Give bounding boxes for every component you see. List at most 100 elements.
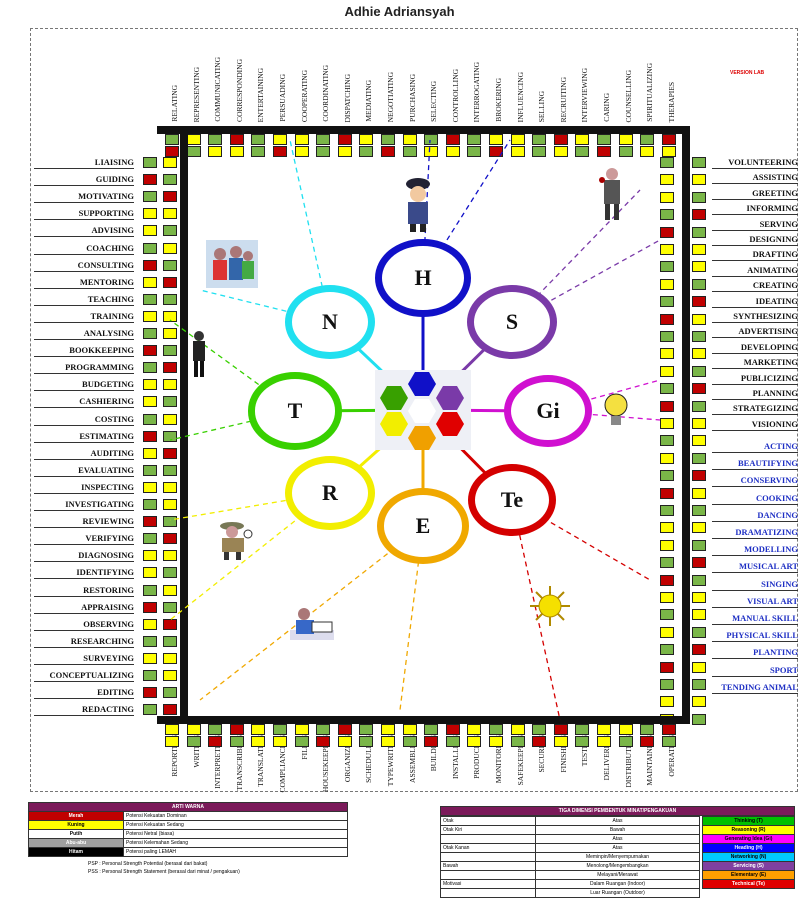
score-cell [316,724,330,735]
dimension-value: Atas [536,817,700,826]
score-cell [163,311,177,322]
right-label: DRAFTING [712,248,798,261]
score-cell [163,362,177,373]
left-label: IDENTIFYING [34,566,134,579]
right-label-blue: ACTING [712,440,798,453]
score-cell [163,670,177,681]
score-cell [187,736,201,747]
score-cell [251,724,265,735]
score-cell [489,146,503,157]
right-label: VOLUNTEERING [712,156,798,169]
score-cell [316,736,330,747]
score-cell [230,736,244,747]
top-label-text: RECRUITING [556,77,571,122]
score-cell [163,414,177,425]
type-row: Reasoning (R) [703,826,795,835]
score-cell [230,724,244,735]
score-cell [660,331,674,342]
top-label: INTERROGATING [469,30,484,122]
score-cell [143,157,157,168]
top-label: THERAPIES [664,30,679,122]
left-label: ESTIMATING [34,430,134,443]
score-cell [660,662,674,673]
score-cell [187,146,201,157]
score-cell [251,736,265,747]
right-label-blue: DANCING [712,509,798,522]
score-cell [489,134,503,145]
score-cell [143,208,157,219]
score-cell [143,396,157,407]
score-cell [597,134,611,145]
frame-left [180,126,188,724]
score-cell [692,348,706,359]
legend-color-name: Putih [29,830,124,839]
score-cell [359,736,373,747]
score-cell [143,636,157,647]
top-label-text: INTERVIEWING [577,68,592,122]
score-cell [660,644,674,655]
dimension-side: Otak Kanan [441,844,536,853]
score-cell [163,687,177,698]
score-cell [143,448,157,459]
score-cell [163,243,177,254]
top-label-text: BROKERING [491,78,506,122]
score-cell [692,192,706,203]
top-label: RELATING [167,30,182,122]
score-cell [692,296,706,307]
score-cell [143,225,157,236]
score-cell [143,260,157,271]
score-cell [163,379,177,390]
sun-icon [530,586,570,626]
score-cell [692,540,706,551]
dimension-value: Bawah [536,826,700,835]
top-label-text: INTERROGATING [469,62,484,122]
score-cell [660,627,674,638]
score-cell [692,435,706,446]
right-label-blue: SPORT [712,664,798,677]
score-cell [230,146,244,157]
dimension-side [441,889,536,898]
score-cell [163,174,177,185]
version-label: VERSION LAB [730,70,764,76]
score-cell [692,331,706,342]
right-label-blue: CONSERVING [712,474,798,487]
type-row: Elementary (E) [703,871,795,880]
score-cell [692,366,706,377]
score-cell [143,533,157,544]
score-cell [143,174,157,185]
score-cell [163,465,177,476]
score-cell [597,724,611,735]
dimension-row: Atas [441,835,700,844]
top-label-text: REPRESENTING [189,67,204,122]
score-cell [163,345,177,356]
score-cell [660,296,674,307]
right-label-blue: TENDING ANIMAL [712,681,798,694]
top-label-text: CONTROLLING [448,69,463,122]
score-cell [163,277,177,288]
score-cell [660,192,674,203]
page-title: Adhie Adriansyah [0,4,799,19]
score-cell [403,736,417,747]
score-cell [338,724,352,735]
score-cell [692,662,706,673]
score-cell [660,261,674,272]
score-cell [143,414,157,425]
score-cell [143,585,157,596]
score-cell [554,736,568,747]
score-cell [251,146,265,157]
dimension-row: Melayani/Merawat [441,871,700,880]
type-row: Generating Idea (Gi) [703,835,795,844]
legend-color-desc: Potensi Kelemahan Sedang [124,839,348,848]
dimension-value: Dalam Ruangan (Indoor) [536,880,700,889]
dimension-value: Meminpin/Menyempurnakan [536,853,700,862]
top-label-text: SELLING [534,91,549,122]
score-cell [143,379,157,390]
score-cell [143,328,157,339]
right-label: INFORMING [712,202,798,215]
type-circle-n: N [285,285,375,359]
right-label-blue: DRAMATIZING [712,526,798,539]
score-cell [692,157,706,168]
score-cell [165,134,179,145]
left-label: COACHING [34,242,134,255]
left-label: CASHIERING [34,395,134,408]
